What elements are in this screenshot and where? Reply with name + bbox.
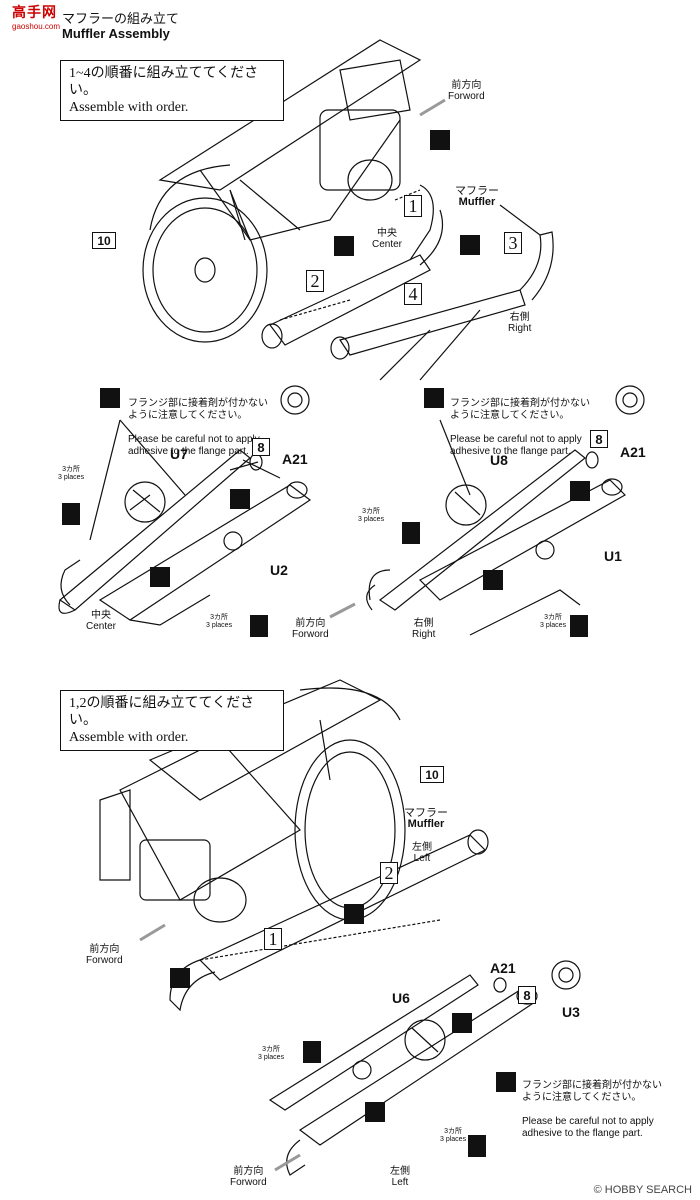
part-label-a21: A21 — [282, 451, 308, 467]
panel-right-drawing — [366, 419, 626, 636]
cement-icon — [62, 503, 80, 525]
part-label-u6: U6 — [392, 990, 410, 1006]
glue-icon — [460, 235, 480, 255]
glue-icon — [483, 570, 503, 590]
note-en: Assemble with order. — [69, 100, 189, 115]
quantity-box: 8 — [590, 430, 608, 448]
forward-arrow-top — [419, 98, 446, 117]
note-jp: 1,2の順番に組み立ててください。 — [69, 696, 255, 728]
cement-icon — [570, 615, 588, 637]
washer-detail-icon — [615, 385, 645, 415]
panel-left-drawing — [58, 419, 312, 626]
glue-icon — [170, 968, 190, 988]
washer-detail-icon — [280, 385, 310, 415]
caution-text-left: フランジ部に接着剤が付かない ように注意してください。 Please be ca… — [128, 398, 268, 457]
copyright-watermark: © HOBBY SEARCH — [593, 1184, 692, 1196]
part-label-u8: U8 — [490, 452, 508, 468]
part-label-u1: U1 — [604, 548, 622, 564]
reference-step-box: 10 — [420, 766, 444, 783]
caution-text-right: フランジ部に接着剤が付かない ように注意してください。 Please be ca… — [450, 398, 590, 457]
sequence-number-1: 1 — [404, 195, 422, 217]
reference-step-box: 10 — [92, 232, 116, 249]
washer-detail-icon — [551, 960, 581, 990]
part-label-a21: A21 — [490, 960, 516, 976]
quantity-box: 8 — [518, 986, 536, 1004]
glue-icon — [430, 130, 450, 150]
muffler-drawing-bottom — [169, 829, 489, 1012]
caution-icon — [100, 388, 120, 408]
part-label-u3: U3 — [562, 1004, 580, 1020]
caution-icon — [424, 388, 444, 408]
part-label-u2: U2 — [270, 562, 288, 578]
sequence-number-1: 1 — [264, 928, 282, 950]
cement-icon — [250, 615, 268, 637]
glue-icon — [365, 1102, 385, 1122]
glue-icon — [230, 489, 250, 509]
assembly-order-note: 1~4の順番に組み立ててください。 Assemble with order. — [60, 60, 284, 121]
watermark-logo: 高手网 — [12, 4, 57, 20]
cement-icon — [402, 522, 420, 544]
part-label-a21: A21 — [620, 444, 646, 460]
glue-icon — [496, 1072, 516, 1092]
glue-icon — [334, 236, 354, 256]
watermark-url: gaoshou.com — [12, 22, 61, 31]
step-title-jp: マフラーの組み立て — [62, 11, 180, 26]
forward-arrow-bottom — [274, 1153, 301, 1172]
sequence-number-3: 3 — [504, 232, 522, 254]
motorcycle-drawing-top — [142, 39, 422, 343]
glue-icon — [344, 904, 364, 924]
cement-icon — [303, 1041, 321, 1063]
sequence-number-2: 2 — [306, 270, 324, 292]
cement-icon — [468, 1135, 486, 1157]
part-label-u7: U7 — [170, 446, 188, 462]
forward-arrow-left — [329, 602, 356, 619]
forward-arrow-mid — [139, 923, 166, 942]
glue-icon — [570, 481, 590, 501]
step-title-en: Muffler Assembly — [62, 26, 170, 41]
glue-icon — [150, 567, 170, 587]
assembly-order-note: 1,2の順番に組み立ててください。 Assemble with order. — [60, 690, 284, 751]
quantity-box: 8 — [252, 438, 270, 456]
sequence-number-4: 4 — [404, 283, 422, 305]
muffler-drawing-top — [261, 184, 554, 381]
note-jp: 1~4の順番に組み立ててください。 — [69, 66, 259, 98]
note-en: Assemble with order. — [69, 730, 189, 745]
sequence-number-2: 2 — [380, 862, 398, 884]
glue-icon — [452, 1013, 472, 1033]
caution-text-bottom: フランジ部に接着剤が付かない ように注意してください。 Please be ca… — [522, 1080, 662, 1139]
